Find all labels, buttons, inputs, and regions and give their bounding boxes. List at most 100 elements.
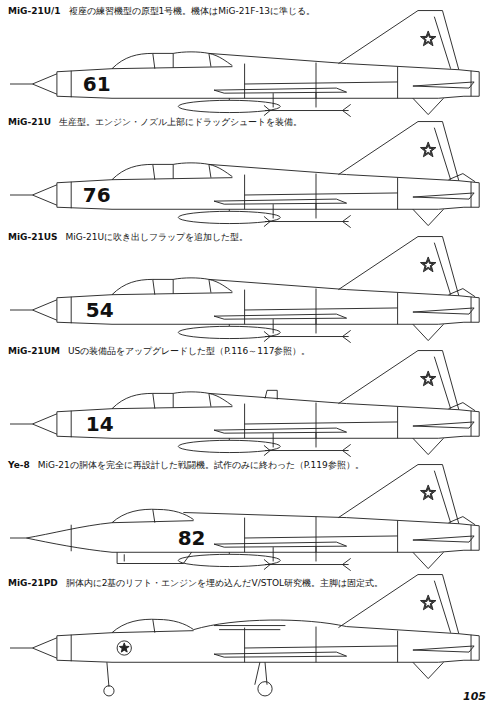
aircraft-outline bbox=[413, 308, 474, 314]
aircraft-outline bbox=[245, 193, 398, 195]
roundel bbox=[117, 641, 131, 655]
aircraft-outline bbox=[117, 552, 191, 563]
aircraft-outline bbox=[112, 278, 232, 295]
aircraft-outline bbox=[214, 428, 347, 433]
fin-star bbox=[420, 371, 436, 386]
aircraft-side-view bbox=[10, 575, 479, 696]
aircraft-outline bbox=[413, 646, 474, 652]
drop-tank bbox=[178, 440, 280, 452]
aircraft-outline bbox=[153, 509, 155, 522]
aircraft-outline bbox=[26, 538, 112, 552]
aircraft-outline bbox=[214, 652, 347, 657]
aircraft-outline bbox=[338, 465, 458, 524]
aircraft-outline bbox=[214, 626, 285, 630]
aircraft-outline bbox=[209, 53, 459, 69]
aircraft-outline bbox=[194, 620, 459, 634]
aircraft-outline bbox=[434, 357, 450, 409]
caption-text: 生産型。エンジン・ノズル上部にドラッグシュートを装備。 bbox=[59, 117, 302, 128]
aircraft-outline bbox=[153, 164, 211, 179]
aircraft-outline bbox=[112, 392, 232, 409]
aircraft-side-view bbox=[10, 237, 479, 343]
aircraft-outline bbox=[214, 314, 347, 319]
aircraft-outline bbox=[434, 243, 450, 295]
aircraft-outline bbox=[32, 638, 56, 658]
aircraft-outline bbox=[413, 438, 444, 454]
aircraft-outline bbox=[56, 72, 57, 96]
aircraft-outline bbox=[112, 293, 232, 295]
aircraft-outline bbox=[338, 122, 458, 181]
aircraft-outline bbox=[71, 174, 397, 210]
aircraft-side-view bbox=[10, 122, 479, 228]
aircraft-outline bbox=[209, 164, 459, 180]
fin-star-inner bbox=[423, 34, 433, 43]
aircraft-outline bbox=[57, 207, 112, 209]
aircraft-side-view bbox=[10, 465, 479, 571]
aircraft-outline bbox=[413, 662, 444, 678]
fin-star-inner bbox=[423, 374, 433, 383]
aircraft-outline bbox=[245, 646, 398, 648]
caption-text: 複座の練習機型の原型1号機。機体はMiG-21F-13に準じる。 bbox=[69, 6, 316, 17]
aircraft-outline bbox=[264, 215, 351, 227]
aircraft-outline bbox=[413, 193, 474, 199]
aircraft-outline bbox=[413, 422, 474, 428]
aircraft-side-view bbox=[10, 351, 479, 457]
aircraft-outline bbox=[112, 660, 464, 662]
nose-wheel bbox=[104, 686, 114, 696]
serial-number: 82 bbox=[178, 526, 206, 550]
aircraft-outline bbox=[56, 298, 57, 322]
aircraft-outline bbox=[209, 279, 459, 295]
aircraft-outline bbox=[32, 300, 56, 320]
aircraft-outline bbox=[10, 648, 32, 649]
aircraft-outline bbox=[112, 178, 232, 180]
aircraft-outline bbox=[56, 183, 57, 207]
aircraft-outline bbox=[413, 98, 444, 114]
aircraft-outline bbox=[57, 436, 112, 438]
aircraft-outline bbox=[71, 517, 397, 553]
drop-tank bbox=[178, 100, 280, 112]
serial-number: 76 bbox=[83, 183, 111, 207]
aircraft-designation: Ye-8 bbox=[8, 460, 30, 471]
fin-star-inner bbox=[423, 598, 433, 607]
fin-star bbox=[420, 595, 436, 610]
aircraft-outline bbox=[434, 128, 450, 180]
drop-tank bbox=[178, 326, 280, 338]
aircraft-outline bbox=[264, 104, 351, 116]
serial-number: 54 bbox=[86, 298, 114, 322]
aircraft-outline bbox=[264, 558, 351, 570]
page-number: 105 bbox=[463, 690, 486, 703]
aircraft-outline bbox=[434, 581, 450, 633]
aircraft-outline bbox=[245, 536, 398, 538]
aircraft-outline bbox=[112, 521, 194, 523]
main-wheel bbox=[258, 682, 272, 696]
fin-star-inner bbox=[423, 145, 433, 154]
aircraft-outline bbox=[153, 279, 211, 294]
aircraft-outline bbox=[153, 53, 211, 68]
aircraft-outline bbox=[112, 436, 464, 438]
drop-tank bbox=[178, 211, 280, 223]
aircraft-outline bbox=[112, 631, 194, 633]
aircraft-outline bbox=[57, 295, 112, 298]
aircraft-outline bbox=[112, 96, 464, 98]
aircraft-outline bbox=[214, 542, 347, 547]
aircraft-designation: MiG-21U/1 bbox=[8, 6, 61, 17]
aircraft-outline bbox=[449, 517, 476, 525]
aircraft-outline bbox=[264, 444, 351, 456]
aircraft-outline bbox=[413, 536, 474, 542]
aircraft-outline bbox=[214, 88, 347, 93]
fin-star bbox=[420, 485, 436, 500]
aircraft-outline bbox=[112, 550, 464, 552]
aircraft-outline bbox=[32, 414, 56, 434]
aircraft-outline bbox=[112, 67, 232, 69]
aircraft-outline bbox=[245, 422, 398, 424]
aircraft-outline bbox=[338, 11, 458, 70]
caption-text: MiG-21Uに吹き出しフラップを追加した型。 bbox=[65, 232, 248, 243]
aircraft-outline bbox=[112, 52, 232, 69]
aircraft-outline bbox=[124, 554, 125, 561]
aircraft-outline bbox=[56, 412, 57, 436]
aircraft-designation: MiG-21PD bbox=[8, 578, 58, 589]
caption-text: USの装備品をアップグレードした型（P.116～117参照）。 bbox=[68, 346, 311, 357]
caption-text: 胴体内に2基のリフト・エンジンを埋め込んだV/STOL研究機。主脚は固定式。 bbox=[66, 578, 383, 589]
aircraft-outline bbox=[413, 209, 444, 225]
aircraft-outline bbox=[434, 17, 450, 69]
aircraft-outline bbox=[71, 627, 397, 663]
